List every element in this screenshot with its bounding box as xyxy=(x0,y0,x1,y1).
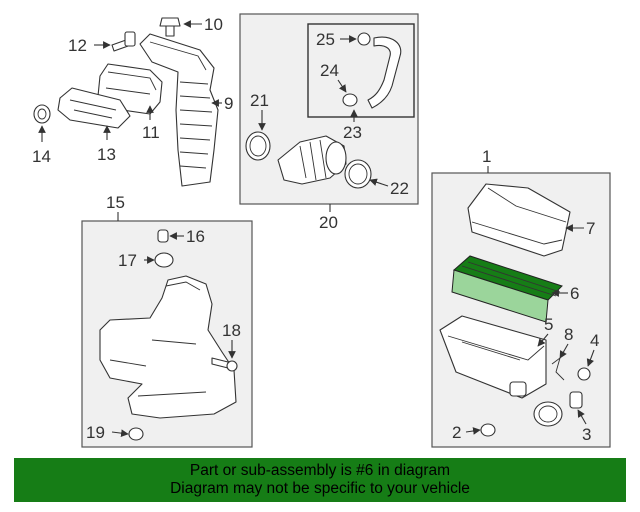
callout-10: 10 xyxy=(204,15,223,34)
callout-8: 8 xyxy=(564,325,573,344)
notice-line-2: Diagram may not be specific to your vehi… xyxy=(170,480,470,497)
part-19-grommet[interactable] xyxy=(128,427,144,441)
callout-17: 17 xyxy=(118,251,137,270)
notice-banner: Part or sub-assembly is #6 in diagram Di… xyxy=(14,458,626,502)
part-5-lower-case[interactable] xyxy=(439,315,547,399)
leader-8 xyxy=(559,343,569,359)
part-23-hose[interactable] xyxy=(367,36,402,109)
callout-13: 13 xyxy=(97,145,116,164)
callout-18: 18 xyxy=(222,321,241,340)
callout-23: 23 xyxy=(343,123,362,142)
part-4-grommet[interactable] xyxy=(577,367,591,381)
callout-2: 2 xyxy=(452,423,461,442)
part-10-clip[interactable] xyxy=(159,17,181,37)
callout-24: 24 xyxy=(320,61,339,80)
part-14-grommet[interactable] xyxy=(33,104,51,124)
leader-22 xyxy=(369,178,389,187)
leader-3 xyxy=(577,409,587,425)
part-6-air-filter[interactable] xyxy=(451,255,563,323)
part-25-grommet[interactable] xyxy=(357,32,371,46)
callout-5: 5 xyxy=(544,315,553,334)
part-15-intake-duct[interactable] xyxy=(99,275,237,419)
notice-line-1: Part or sub-assembly is #6 in diagram xyxy=(189,462,451,479)
callout-19: 19 xyxy=(86,423,105,442)
part-9-intake-duct[interactable] xyxy=(139,33,219,187)
leader-2 xyxy=(465,427,481,435)
callout-7: 7 xyxy=(586,219,595,238)
part-20-air-hose[interactable] xyxy=(277,135,347,185)
leader-24 xyxy=(337,79,347,93)
callout-14: 14 xyxy=(32,147,51,166)
part-13-bracket[interactable] xyxy=(57,87,131,129)
part-17-grommet[interactable] xyxy=(154,252,174,268)
part-8-clip[interactable] xyxy=(551,356,565,381)
leader-4 xyxy=(586,349,595,367)
callout-20: 20 xyxy=(319,213,338,232)
part-12-bolt[interactable] xyxy=(111,31,136,52)
part-2-grommet[interactable] xyxy=(480,423,496,437)
part-22-clamp[interactable] xyxy=(344,159,372,189)
callout-9: 9 xyxy=(224,94,233,113)
callout-6: 6 xyxy=(570,284,579,303)
callout-21: 21 xyxy=(250,91,269,110)
part-16-plug[interactable] xyxy=(157,229,169,243)
part-24-clamp[interactable] xyxy=(342,93,358,107)
part-seal-ring[interactable] xyxy=(533,401,563,427)
callout-4: 4 xyxy=(590,331,599,350)
leader-5 xyxy=(537,333,549,347)
parts-diagram: 12 10 9 11 13 14 25 24 23 21 22 20 15 16… xyxy=(32,13,611,448)
callout-1: 1 xyxy=(482,147,491,166)
callout-3: 3 xyxy=(582,425,591,444)
callout-16: 16 xyxy=(186,227,205,246)
callout-12: 12 xyxy=(68,36,87,55)
callout-22: 22 xyxy=(390,179,409,198)
callout-15: 15 xyxy=(106,193,125,212)
part-18-bolt[interactable] xyxy=(211,357,238,372)
leader-19 xyxy=(111,429,129,437)
callout-25: 25 xyxy=(316,30,335,49)
part-7-upper-cover[interactable] xyxy=(467,183,571,257)
part-21-clamp[interactable] xyxy=(245,131,271,161)
callout-11: 11 xyxy=(142,123,160,142)
part-3-mount[interactable] xyxy=(569,391,583,409)
